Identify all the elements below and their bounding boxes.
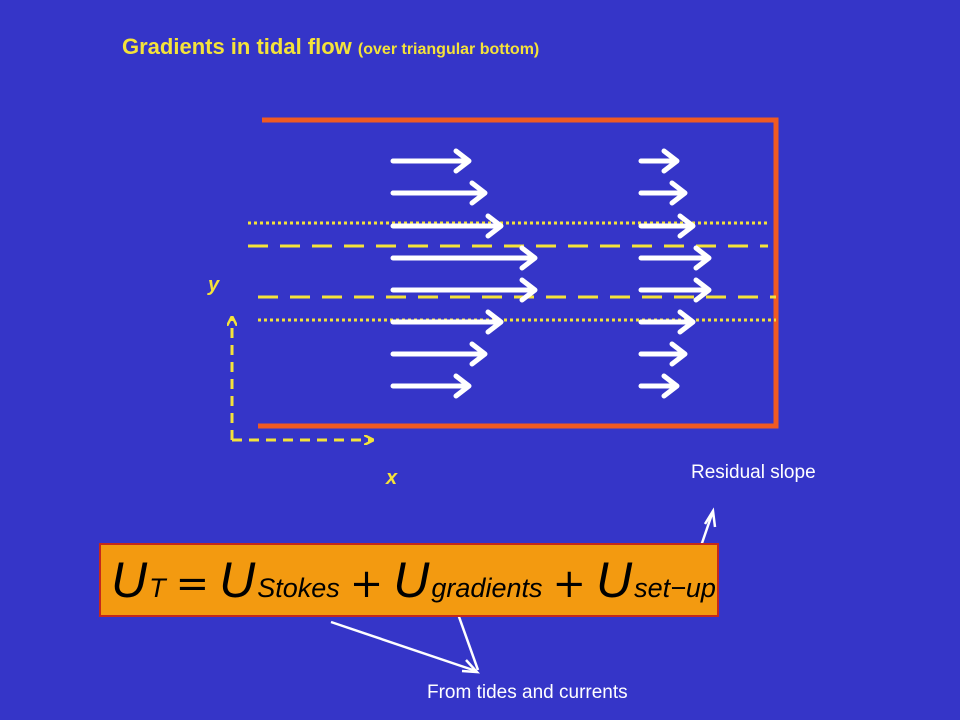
velocity-arrow xyxy=(390,213,504,239)
pointer-tides-1 xyxy=(330,620,481,674)
eq-subscript-gradients: gradients xyxy=(431,573,543,603)
velocity-arrow xyxy=(390,341,488,367)
residual-slope-label: Residual slope xyxy=(691,462,816,483)
velocity-arrow xyxy=(638,180,688,206)
eq-operator-equals: = xyxy=(175,561,210,607)
title-subtitle: (over triangular bottom) xyxy=(357,41,540,58)
tides-currents-label: From tides and currents xyxy=(427,682,628,703)
velocity-arrow xyxy=(390,277,538,303)
velocity-arrow xyxy=(638,373,680,399)
velocity-arrow xyxy=(638,245,712,271)
velocity-arrow xyxy=(638,309,696,335)
y-axis-label: y xyxy=(208,274,220,296)
eq-operator-plus: + xyxy=(349,561,384,607)
velocity-arrow xyxy=(390,148,472,174)
eq-symbol-gradients: U xyxy=(393,552,430,608)
pointer-tides-2 xyxy=(456,613,480,671)
velocity-arrow xyxy=(638,341,688,367)
x-axis-label: x xyxy=(386,467,398,489)
velocity-arrow xyxy=(390,373,472,399)
equation: U T = U Stokes + U gradients + U set−up xyxy=(101,545,716,617)
eq-symbol-total: U xyxy=(111,552,148,608)
eq-subscript-total: T xyxy=(149,573,166,603)
velocity-arrow xyxy=(390,180,488,206)
title-main: Gradients in tidal flow xyxy=(122,34,352,59)
eq-symbol-setup: U xyxy=(596,552,633,608)
velocity-arrows-left xyxy=(390,148,538,399)
eq-subscript-stokes: Stokes xyxy=(257,573,340,603)
velocity-arrow xyxy=(638,213,696,239)
velocity-arrow xyxy=(638,148,680,174)
eq-operator-plus: + xyxy=(552,561,586,607)
equation-box: U T = U Stokes + U gradients + U set−up xyxy=(99,543,719,617)
channel-boundary xyxy=(258,117,779,429)
velocity-arrows-right xyxy=(638,148,712,399)
velocity-arrow xyxy=(638,277,712,303)
velocity-arrow xyxy=(390,309,504,335)
eq-symbol-stokes: U xyxy=(219,552,256,608)
slide-title: Gradients in tidal flow (over triangular… xyxy=(122,34,539,60)
eq-subscript-setup: set−up xyxy=(634,573,716,603)
velocity-arrow xyxy=(390,245,538,271)
